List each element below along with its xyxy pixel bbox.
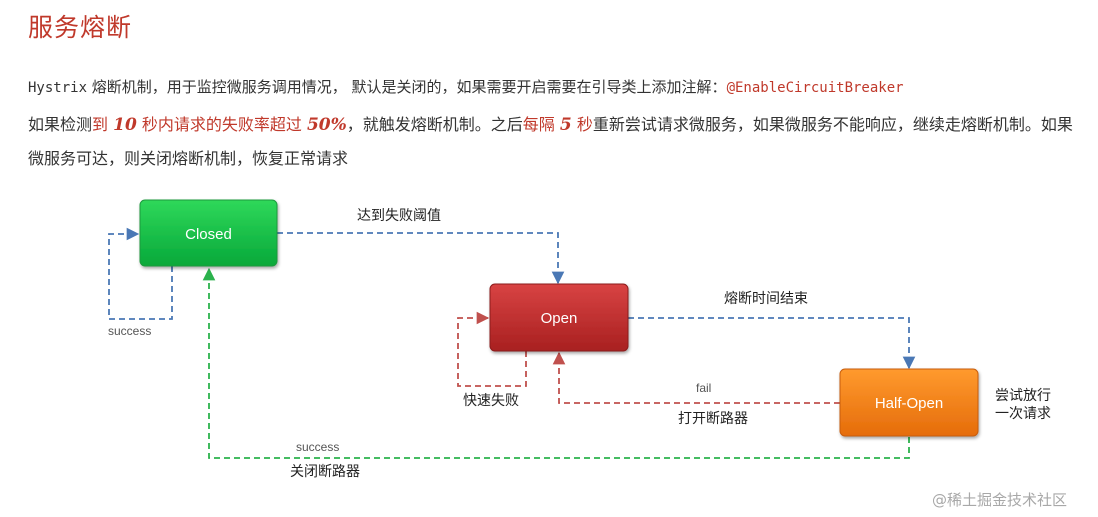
edge-half-to-closed (202, 267, 910, 459)
state-half-open-box (839, 368, 979, 437)
state-open-label: Open (541, 310, 578, 327)
page-title: 服务熔断 (28, 13, 133, 42)
state-open-box (489, 283, 629, 352)
edge-closed-self-loop (108, 227, 173, 320)
watermark: @稀土掘金技术社区 (932, 491, 1068, 509)
label-open-to-half: 熔断时间结束 (724, 291, 808, 307)
rule-p7: 重新尝试请求微服务，如果微服务不能响应，继续走熔断机制。如果微服务可达，则关闭熔… (28, 115, 1073, 168)
rule-n3: 5 (559, 115, 572, 135)
edge-open-self-loop (457, 311, 527, 387)
label-half-to-open-top: fail (696, 381, 711, 395)
state-closed-box (139, 199, 278, 267)
rule-p6: 秒 (571, 115, 593, 134)
intro-text: 熔断机制，用于监控微服务调用情况， 默认是关闭的，如果需要开启需要在引导类上添加… (87, 78, 727, 96)
label-half-to-closed-bottom: 关闭断路器 (290, 464, 360, 480)
state-closed-label: Closed (185, 226, 232, 243)
rule-p2: 到 (92, 115, 114, 134)
rule-p1: 如果检测 (28, 115, 93, 134)
label-closed-self-loop: success (108, 324, 151, 338)
intro-line: Hystrix 熔断机制，用于监控微服务调用情况， 默认是关闭的，如果需要开启需… (28, 76, 1088, 97)
edge-half-to-open (552, 351, 840, 404)
intro-product: Hystrix (28, 80, 88, 96)
label-half-to-open-bottom: 打开断路器 (678, 410, 748, 427)
rule-p5: 每隔 (522, 115, 560, 134)
label-half-note-2: 一次请求 (995, 406, 1051, 422)
label-half-note-1: 尝试放行 (995, 388, 1051, 404)
state-half-open-label: Half-Open (875, 395, 943, 412)
edge-closed-to-open (277, 232, 565, 285)
label-closed-to-open: 达到失败阈值 (357, 208, 441, 224)
intro-annotation: @EnableCircuitBreaker (726, 80, 904, 96)
edge-open-to-half (628, 317, 916, 370)
rule-paragraph: 如果检测到 10 秒内请求的失败率超过 50%，就触发熔断机制。之后每隔 5 秒… (28, 108, 1078, 175)
rule-n1: 10 (113, 115, 137, 135)
label-open-self-loop: 快速失败 (463, 393, 519, 409)
label-half-to-closed-top: success (296, 440, 339, 454)
rule-n2: 50% (306, 115, 347, 135)
rule-p4: ，就触发熔断机制。之后 (346, 115, 523, 134)
rule-p3: 秒内请求的失败率超过 (136, 115, 307, 134)
